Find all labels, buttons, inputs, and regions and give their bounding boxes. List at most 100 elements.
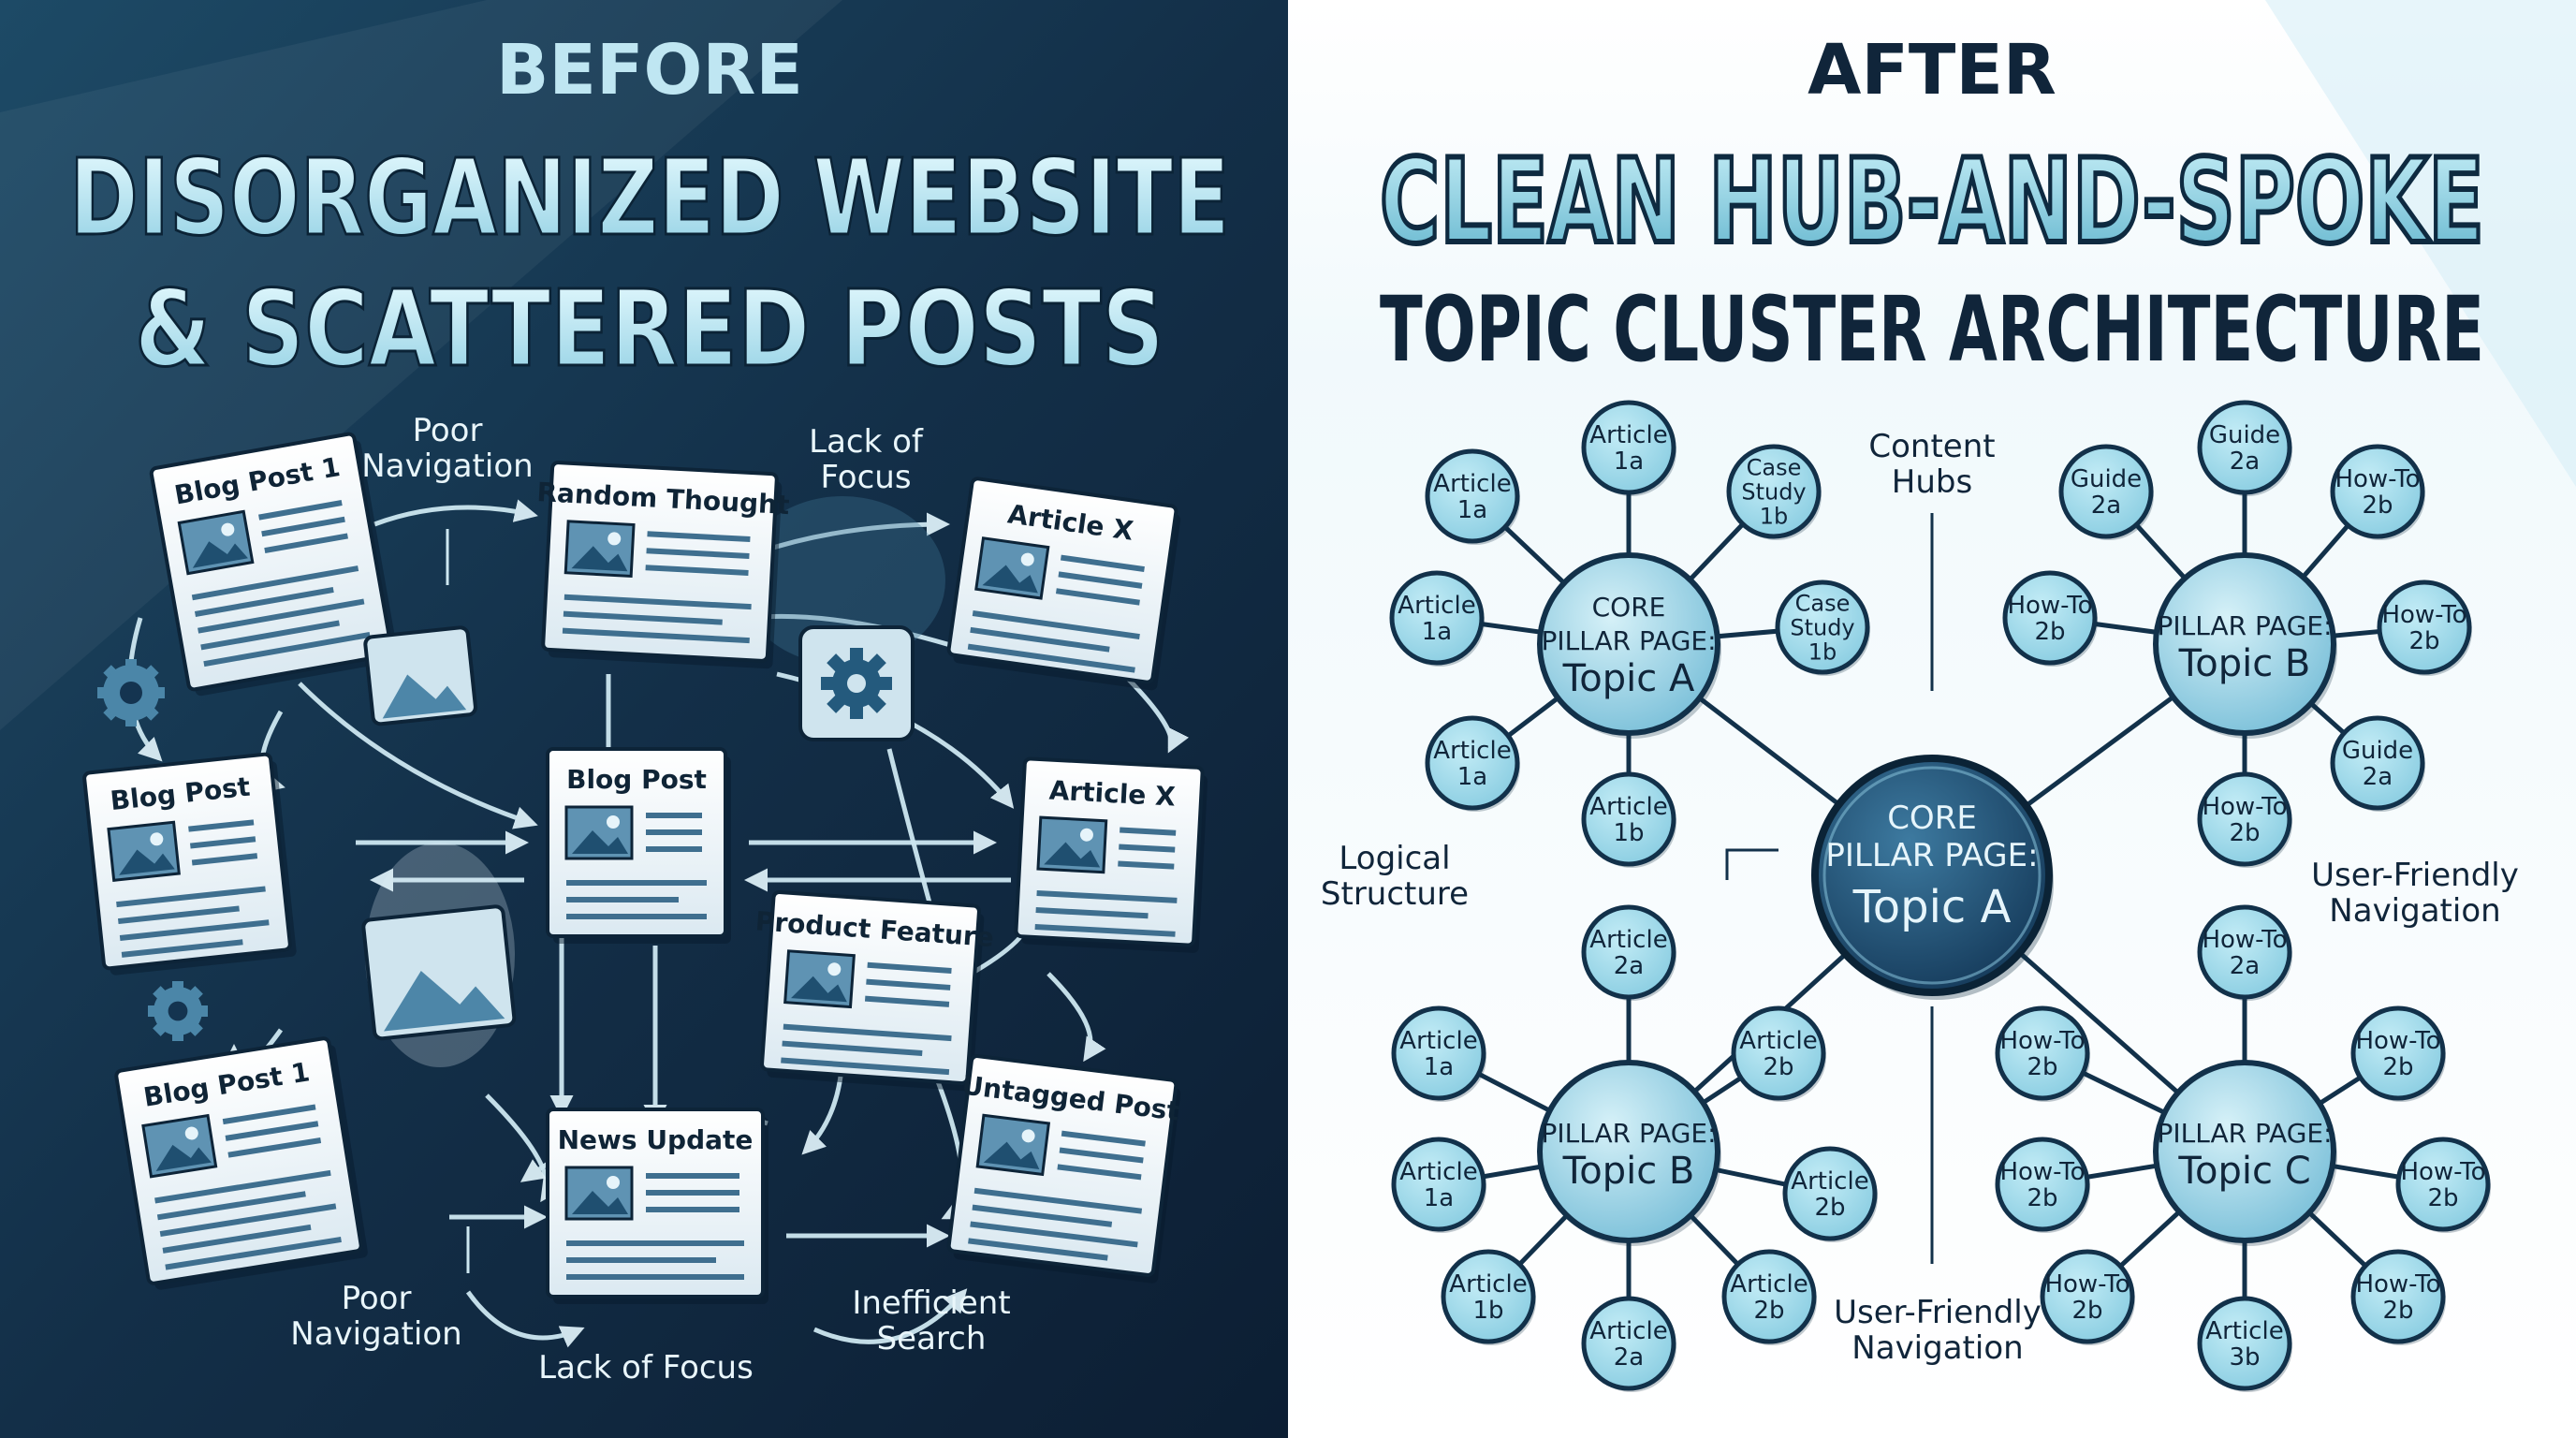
post-card: News Update (546, 1108, 768, 1304)
gear-icon (798, 625, 915, 741)
image-icon (363, 625, 477, 726)
image-icon (361, 904, 517, 1041)
link-arrow (757, 512, 950, 555)
pillar-hub-label: PILLAR PAGE:Topic B (2157, 610, 2332, 685)
post-card: Random Thought (536, 461, 790, 669)
post-card: Article X (946, 477, 1181, 691)
post-card: Blog Post 1 (114, 1036, 368, 1290)
post-card: Untagged Post (946, 1054, 1181, 1284)
post-card-title: Article X (1048, 775, 1177, 813)
image-icon (141, 1113, 218, 1179)
image-icon (177, 509, 255, 576)
post-card-title: News Update (558, 1124, 754, 1155)
pillar-hub-label: PILLAR PAGE:Topic C (2157, 1118, 2332, 1193)
post-card: Blog Post (82, 752, 297, 976)
after-title-line2: TOPIC CLUSTER ARCHITECTURE (1380, 277, 2484, 382)
post-card: Blog Post (546, 747, 731, 944)
post-card-title: Blog Post (566, 764, 707, 795)
link-arrow (812, 1288, 968, 1344)
after-label: AFTER (1808, 30, 2056, 110)
before-title-line1: DISORGANIZED WEBSITE (69, 138, 1230, 259)
before-label: BEFORE (496, 30, 803, 110)
before-annotation: Lack of Focus (538, 1349, 754, 1387)
link-arrow (1046, 972, 1106, 1063)
pillar-hub: PILLAR PAGE:Topic B (1537, 1060, 1721, 1246)
gear-icon (97, 659, 165, 726)
link-arrow (373, 499, 538, 527)
link-arrow (298, 682, 538, 829)
link-arrow (465, 1290, 585, 1348)
pillar-hub: PILLAR PAGE:Topic B (2153, 552, 2337, 739)
pillar-hub-label: PILLAR PAGE:Topic B (1541, 1118, 1716, 1193)
gear-icon (148, 981, 208, 1041)
